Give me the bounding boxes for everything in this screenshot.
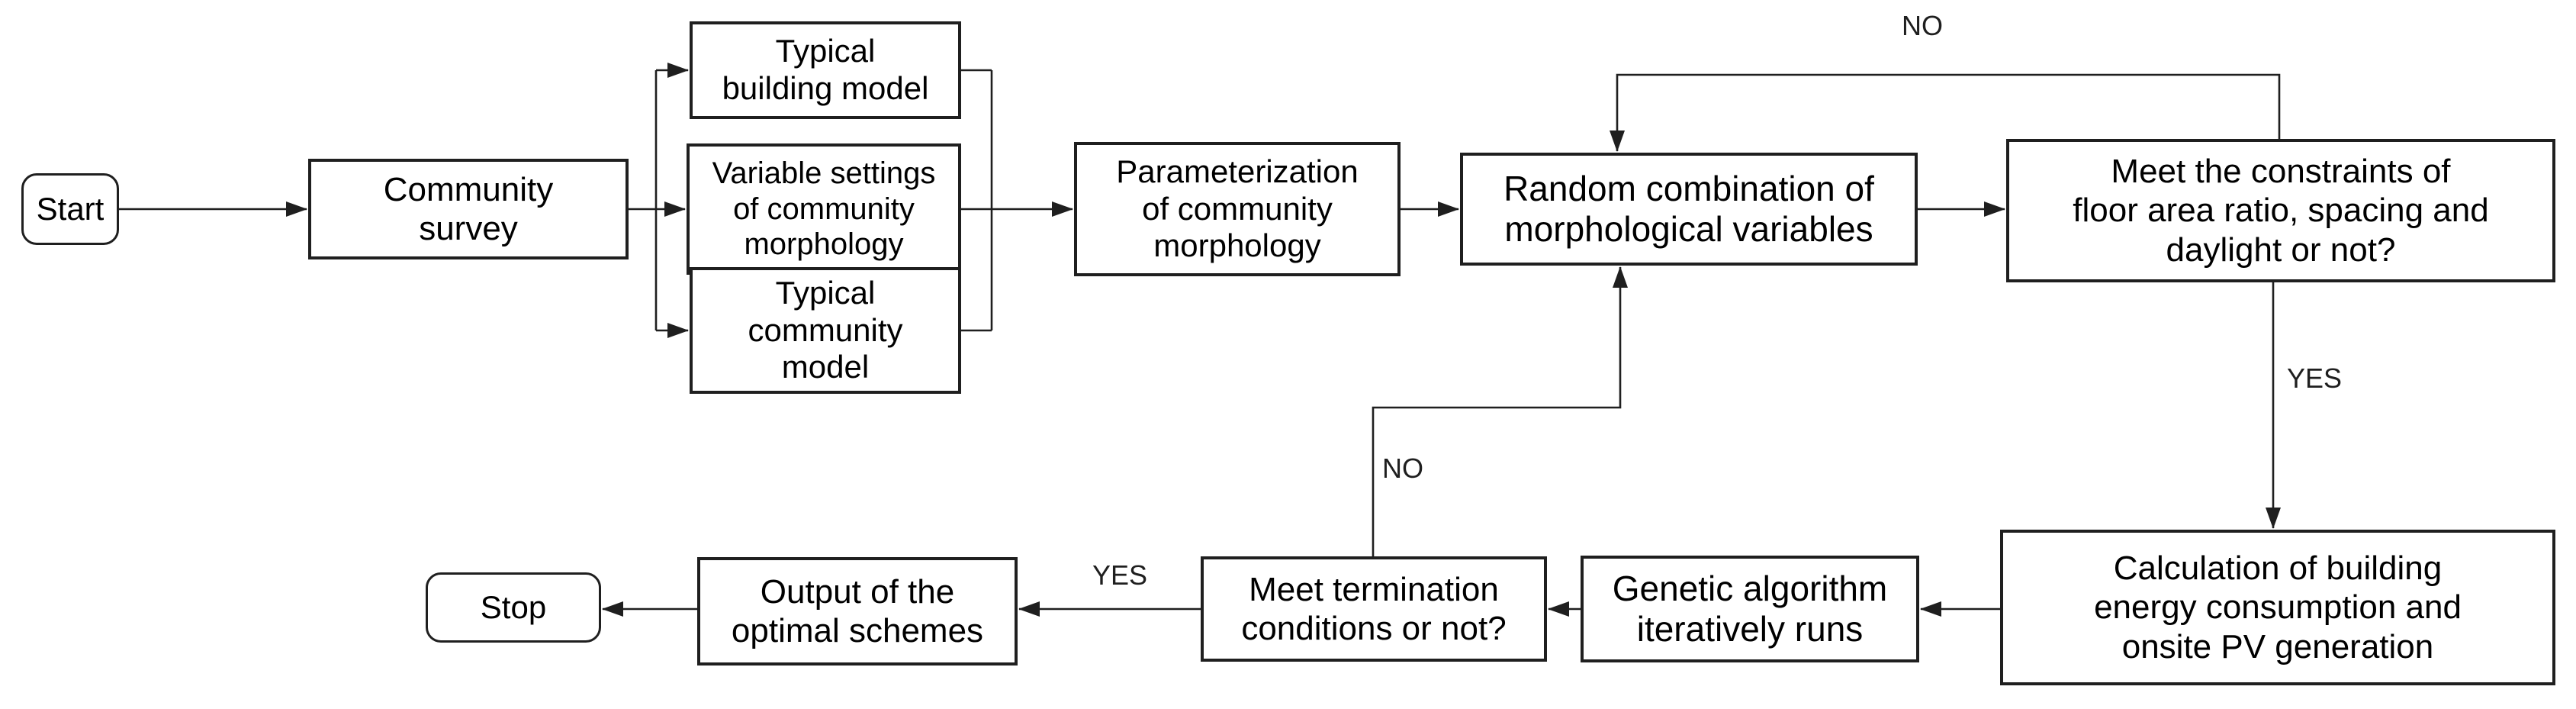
node-start: Start (21, 173, 119, 245)
node-output-optimal-schemes: Output of the optimal schemes (697, 557, 1018, 665)
node-community-survey: Community survey (308, 159, 629, 259)
node-typical-building-model: Typical building model (690, 21, 961, 119)
node-calculation: Calculation of building energy consumpti… (2000, 530, 2555, 685)
node-meet-termination: Meet termination conditions or not? (1201, 556, 1547, 662)
node-stop: Stop (426, 572, 601, 643)
edge-label-termination-yes: YES (1092, 559, 1148, 591)
edge-label-termination-no: NO (1382, 453, 1423, 484)
node-genetic-algorithm: Genetic algorithm iteratively runs (1581, 556, 1919, 662)
edge-termination-no-loop (1372, 266, 1628, 557)
edge-constraints-no-loop (1610, 73, 2281, 152)
node-meet-constraints: Meet the constraints of floor area ratio… (2006, 139, 2555, 282)
edge-label-constraints-yes: YES (2287, 363, 2343, 394)
node-parameterization: Parameterization of community morphology (1074, 142, 1401, 276)
node-random-combination: Random combination of morphological vari… (1460, 153, 1918, 266)
node-variable-settings: Variable settings of community morpholog… (687, 143, 961, 275)
edge-label-constraints-no: NO (1902, 10, 1943, 41)
node-typical-community-model: Typical community model (690, 267, 961, 394)
